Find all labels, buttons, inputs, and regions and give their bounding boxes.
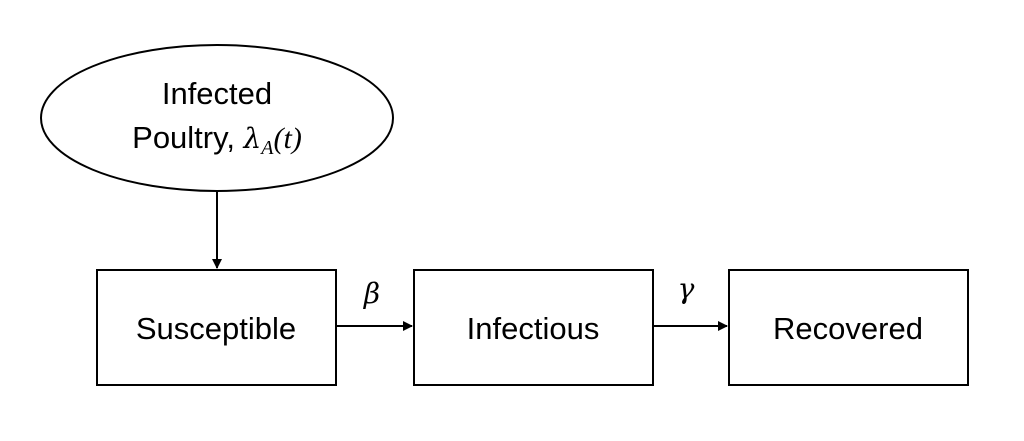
infected-poultry-ellipse <box>40 44 394 192</box>
lambda-argument: (t) <box>274 122 302 155</box>
susceptible-label: Susceptible <box>136 311 296 346</box>
recovered-compartment: Recovered <box>728 269 969 386</box>
poultry-text: Poultry, <box>132 120 243 155</box>
lambda-symbol: λ <box>243 122 262 155</box>
recovered-box <box>728 269 969 386</box>
recovered-label: Recovered <box>773 311 923 346</box>
infected-poultry-label-line2: Poultry, λA(t) <box>132 120 302 159</box>
gamma-rate-label: γ <box>678 272 695 305</box>
susceptible-compartment: Susceptible <box>96 269 337 386</box>
infectious-label: Infectious <box>467 311 600 346</box>
lambda-subscript: A <box>259 137 274 159</box>
beta-rate-label: β <box>363 277 380 310</box>
infectious-compartment: Infectious <box>413 269 654 386</box>
infectious-box <box>413 269 654 386</box>
infected-poultry-node: Infected Poultry, λA(t) <box>40 44 394 192</box>
infected-poultry-label-line1: Infected <box>162 76 272 111</box>
susceptible-box <box>96 269 337 386</box>
